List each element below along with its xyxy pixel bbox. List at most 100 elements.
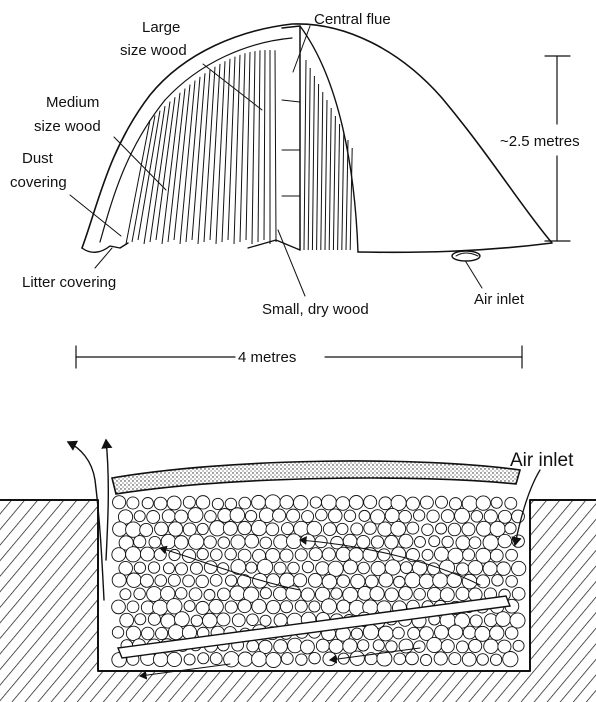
- wood-log: [294, 495, 308, 509]
- wood-log: [309, 601, 320, 612]
- pointer-dust: [70, 195, 121, 236]
- wood-log: [175, 563, 187, 575]
- wood-log: [260, 588, 271, 599]
- wood-log: [175, 510, 188, 523]
- wood-log: [174, 536, 188, 550]
- kiln-mound: [82, 24, 552, 261]
- wood-log: [274, 562, 286, 574]
- wood-log: [456, 587, 469, 600]
- wood-log: [162, 510, 175, 523]
- log-stroke: [312, 76, 314, 250]
- wood-log: [506, 576, 518, 588]
- wood-log: [223, 521, 237, 535]
- wood-log: [202, 613, 217, 628]
- wood-log: [434, 547, 448, 561]
- wood-log: [505, 497, 517, 509]
- wood-log: [414, 536, 425, 547]
- wood-log: [434, 652, 447, 665]
- wood-log: [196, 496, 209, 509]
- wood-log: [506, 549, 518, 561]
- wood-log: [484, 510, 497, 523]
- wood-log: [148, 613, 160, 625]
- wood-log: [436, 523, 447, 534]
- wood-log: [420, 654, 431, 665]
- wood-log: [322, 548, 335, 561]
- wood-log: [505, 523, 516, 534]
- wood-log: [134, 511, 145, 522]
- wood-log: [351, 628, 362, 639]
- wood-log: [503, 652, 518, 667]
- wood-log: [379, 573, 393, 587]
- wood-log: [414, 588, 426, 600]
- wood-log: [462, 574, 477, 589]
- log-stroke: [333, 116, 335, 250]
- kiln-inner-covering: [100, 38, 292, 242]
- wood-log: [230, 508, 245, 523]
- wood-log: [175, 588, 187, 600]
- ground-right: [530, 500, 596, 702]
- log-stroke: [350, 148, 352, 250]
- wood-log: [329, 639, 343, 653]
- log-stroke: [162, 93, 180, 244]
- wood-log: [435, 625, 449, 639]
- label-large-wood-2: size wood: [120, 42, 187, 59]
- wood-log: [351, 523, 363, 535]
- ground-left: [0, 500, 98, 702]
- pointer-medium-wood: [114, 137, 166, 190]
- wood-log: [462, 523, 475, 536]
- wood-log: [302, 511, 314, 523]
- wood-log: [449, 653, 461, 665]
- wood-log: [204, 589, 215, 600]
- wood-log: [399, 587, 413, 601]
- wood-log: [365, 575, 378, 588]
- wood-log: [167, 652, 181, 666]
- pit-kiln: [0, 440, 596, 702]
- wood-log: [112, 627, 123, 638]
- wood-log: [135, 614, 146, 625]
- wood-log: [513, 640, 524, 651]
- wood-log: [184, 654, 195, 665]
- wood-log: [323, 523, 336, 536]
- wood-log: [274, 587, 288, 601]
- wood-log: [399, 534, 413, 548]
- wood-log: [477, 575, 490, 588]
- wood-log: [469, 537, 481, 549]
- wood-log: [406, 652, 419, 665]
- wood-log: [267, 600, 280, 613]
- pointer-small-wood: [278, 230, 305, 296]
- wood-log: [407, 522, 419, 534]
- wood-log: [260, 537, 272, 549]
- wood-log: [512, 587, 525, 600]
- wood-log: [433, 573, 448, 588]
- wood-log: [168, 522, 182, 536]
- wood-log: [252, 599, 266, 613]
- wood-log: [414, 641, 426, 653]
- wood-log: [441, 510, 454, 523]
- wood-log: [302, 561, 313, 572]
- wood-log: [400, 562, 412, 574]
- wood-log: [294, 574, 307, 587]
- wood-log: [385, 535, 399, 549]
- wood-log: [391, 521, 406, 536]
- wood-log: [225, 548, 236, 559]
- wood-log: [358, 640, 369, 651]
- wood-log: [385, 588, 399, 602]
- wood-log: [281, 653, 293, 665]
- wood-log: [394, 653, 406, 665]
- wood-log: [316, 509, 328, 521]
- wood-log: [155, 575, 167, 587]
- label-dust-2: covering: [10, 174, 67, 191]
- wood-log: [394, 576, 405, 587]
- stacked-wood-left: [126, 50, 276, 244]
- wood-log: [337, 575, 350, 588]
- log-stroke: [258, 50, 260, 242]
- wood-log: [492, 575, 503, 586]
- wood-log: [490, 654, 501, 665]
- wood-log: [218, 537, 230, 549]
- wood-log: [232, 614, 245, 627]
- wood-log: [328, 509, 342, 523]
- wood-log: [251, 520, 266, 535]
- wood-log: [274, 614, 287, 627]
- log-stroke: [308, 68, 310, 250]
- label-medium-wood-1: Medium: [46, 94, 99, 111]
